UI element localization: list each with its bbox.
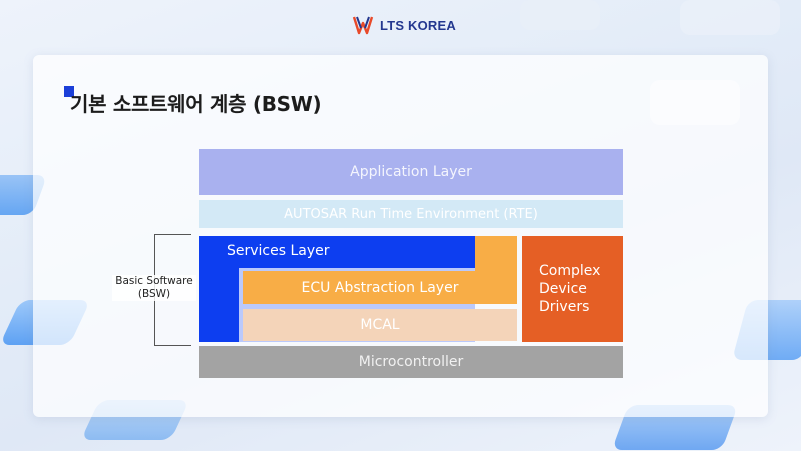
cdd-line: Drivers <box>539 299 590 315</box>
cdd-line: Device <box>539 281 587 297</box>
mcal-layer-label: MCAL <box>360 317 400 333</box>
microcontroller-layer: Microcontroller <box>199 346 623 378</box>
bsw-bracket-label: Basic Software (BSW) <box>112 275 196 301</box>
ecu-abstraction-layer-label: ECU Abstraction Layer <box>301 279 459 296</box>
rte-layer: AUTOSAR Run Time Environment (RTE) <box>199 200 623 228</box>
complex-device-drivers-label: Complex Device Drivers <box>539 262 600 316</box>
services-layer-label: Services Layer <box>227 243 330 259</box>
title-bullet-icon <box>64 86 74 97</box>
bsw-label-line: Basic Software <box>112 275 196 288</box>
mcal-layer: MCAL <box>243 309 517 341</box>
microcontroller-label: Microcontroller <box>358 354 464 370</box>
background-block <box>520 0 600 30</box>
lts-logo-icon <box>352 16 374 35</box>
cdd-line: Complex <box>539 263 601 279</box>
bsw-label-line: (BSW) <box>112 288 196 301</box>
application-layer: Application Layer <box>199 149 623 195</box>
rte-layer-label: AUTOSAR Run Time Environment (RTE) <box>284 206 538 222</box>
ecu-abstraction-layer: ECU Abstraction Layer <box>243 271 517 304</box>
application-layer-label: Application Layer <box>350 164 472 180</box>
background-block <box>680 0 780 35</box>
brand-name: LTS KOREA <box>380 17 456 33</box>
complex-device-drivers: Complex Device Drivers <box>522 236 623 342</box>
slide-title: 기본 소프트웨어 계층 (BSW) <box>70 92 322 116</box>
brand-logo: LTS KOREA <box>352 15 456 35</box>
